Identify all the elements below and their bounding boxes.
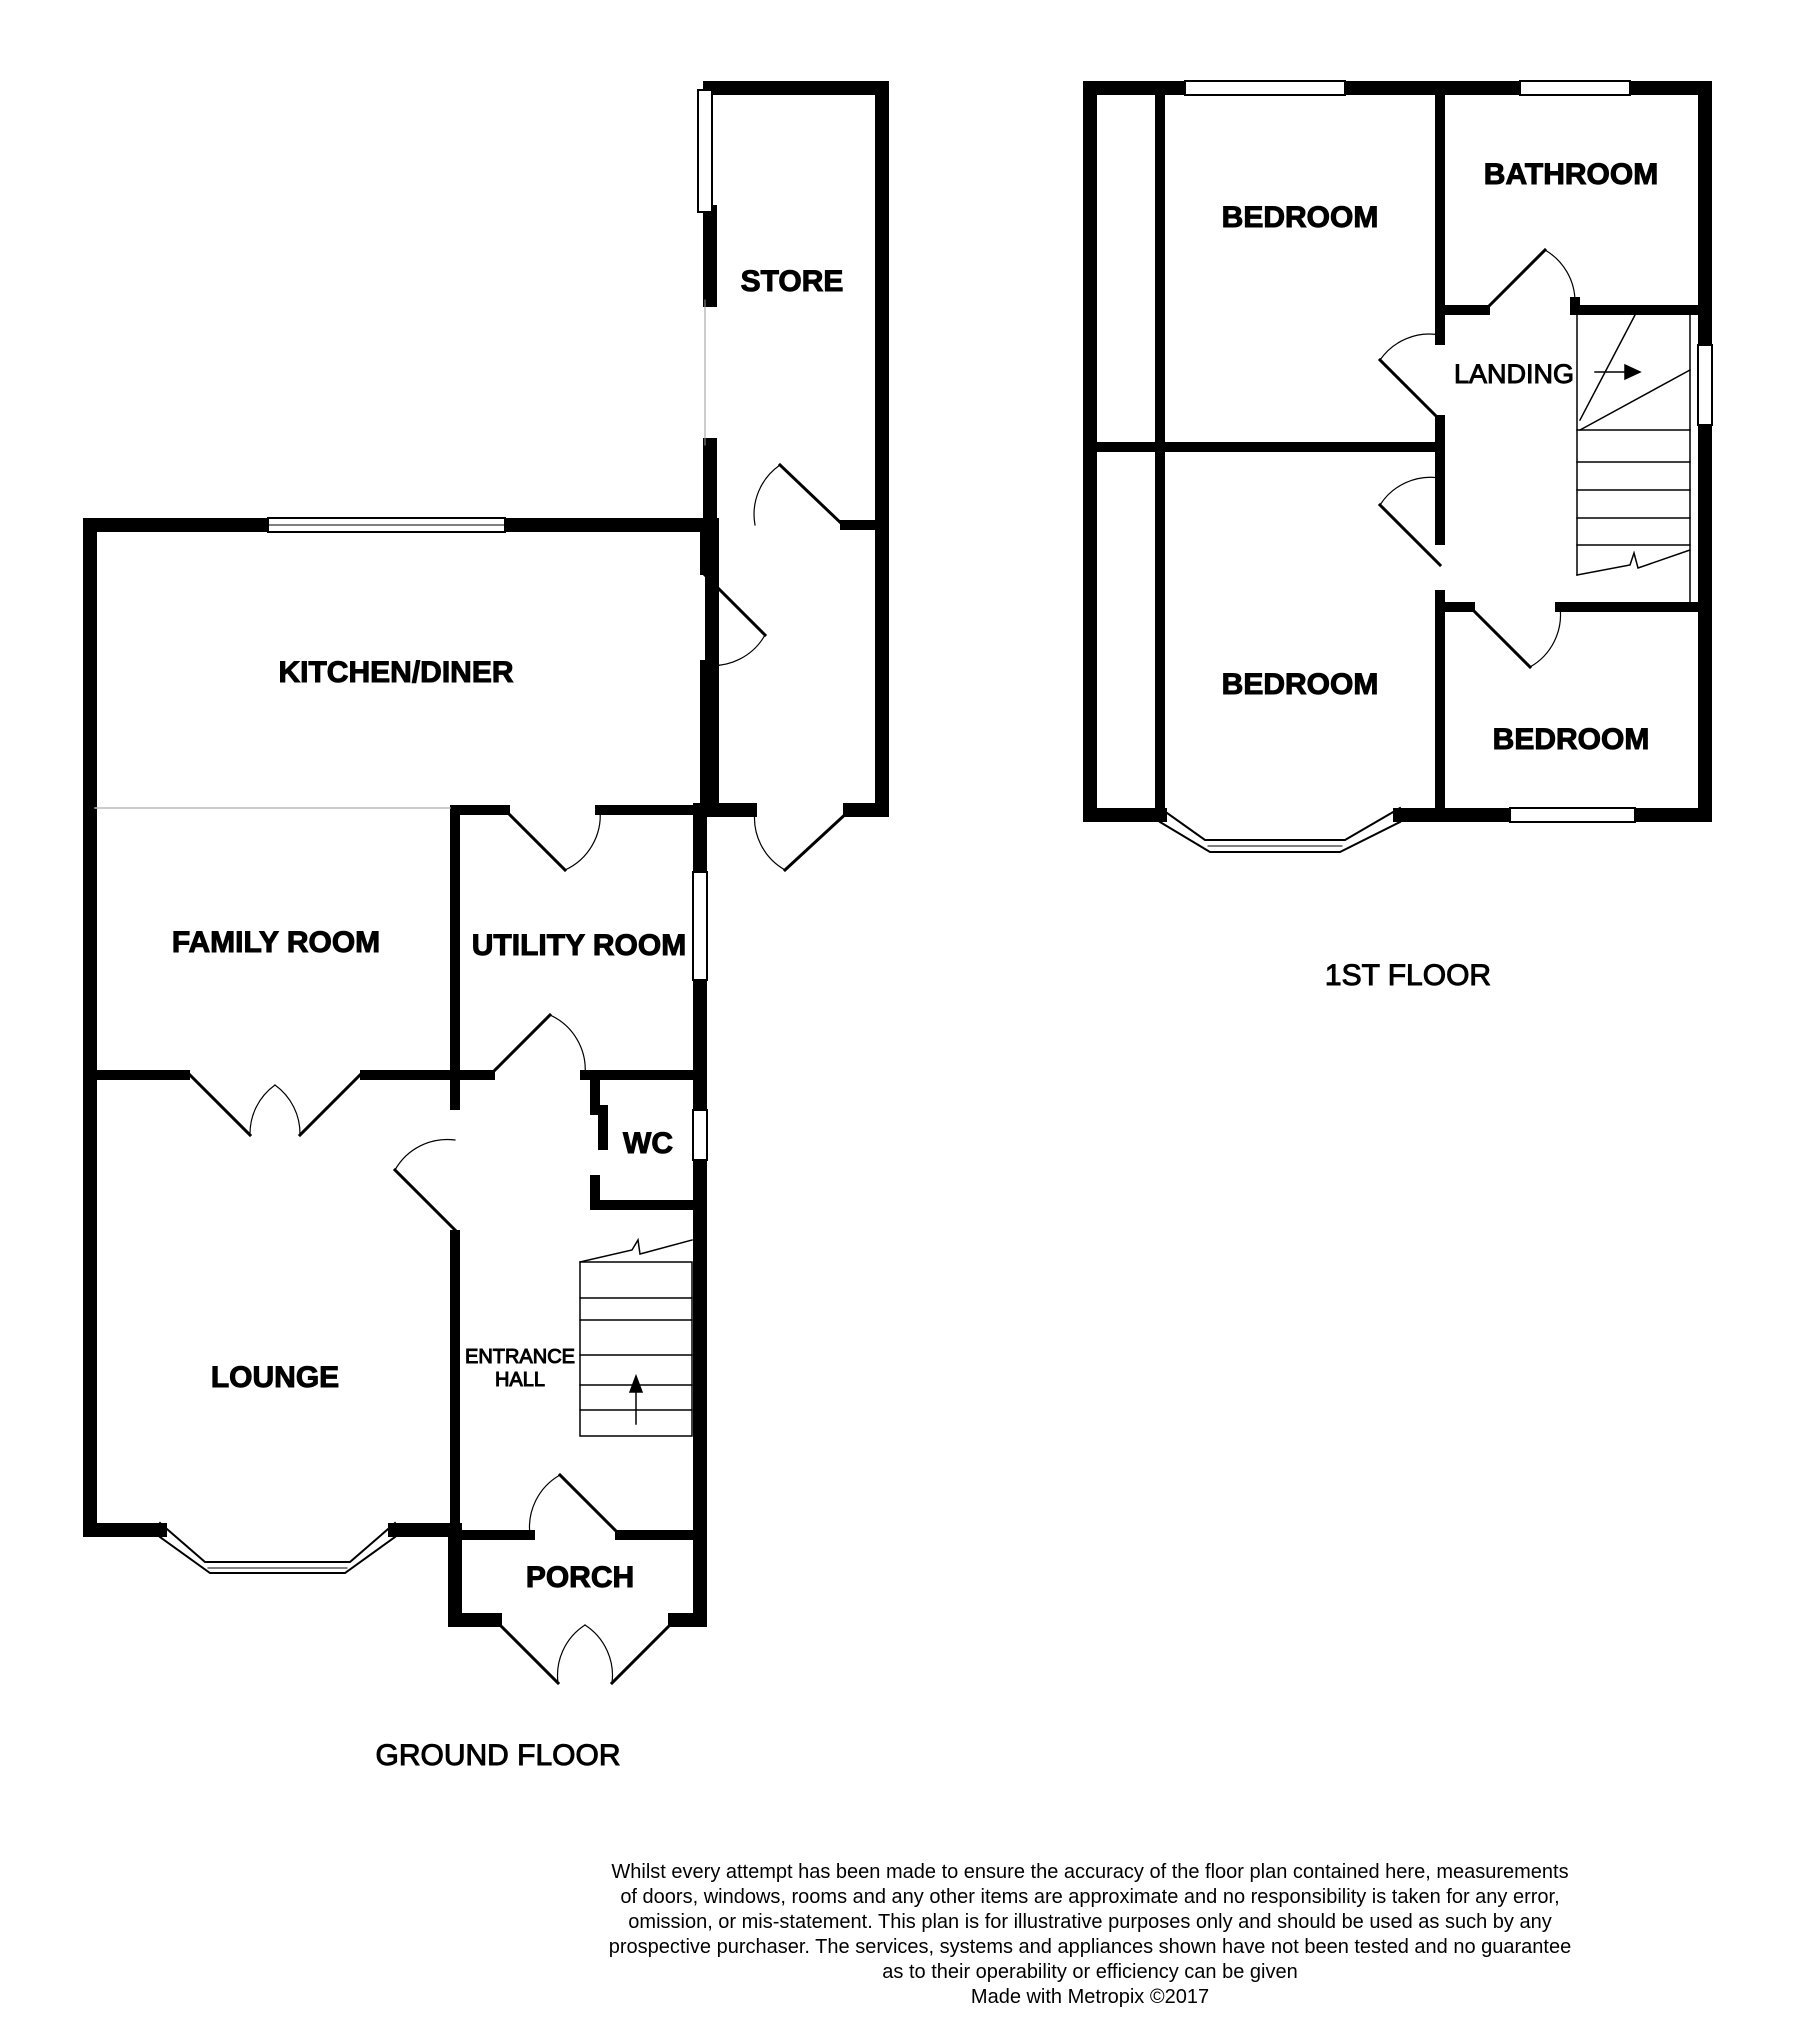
ground-floor-outer-walls: [83, 81, 889, 1627]
ground-floor-stairs: [579, 1237, 693, 1437]
entrance-hall-label-line2: HALL: [495, 1369, 545, 1391]
ground-floor-doors: [187, 462, 853, 1686]
lounge-bay-window: [158, 1521, 397, 1563]
small-bedroom-window: [1509, 807, 1636, 823]
utility-room-label: UTILITY ROOM: [472, 929, 686, 962]
landing-window: [1697, 344, 1713, 426]
ground-floor-plan: STORE KITCHEN/DINER FAMILY ROOM UTILITY …: [83, 81, 889, 1773]
store-label: STORE: [741, 265, 844, 298]
bedroom-1-label: BEDROOM: [1222, 201, 1379, 234]
kitchen-diner-label: KITCHEN/DINER: [278, 656, 513, 689]
disclaimer-line: as to their operability or efficiency ca…: [882, 1961, 1298, 1983]
disclaimer-text: Whilst every attempt has been made to en…: [530, 1860, 1650, 2010]
first-floor-interior-walls: [1085, 83, 1710, 820]
first-floor-title: 1ST FLOOR: [1325, 959, 1491, 992]
bathroom-label: BATHROOM: [1484, 158, 1658, 191]
porch-label: PORCH: [526, 1561, 634, 1594]
family-room-label: FAMILY ROOM: [172, 926, 380, 959]
first-floor-stairs: [1576, 313, 1692, 606]
first-floor-windows: [1158, 80, 1713, 853]
wc-label: WC: [623, 1127, 673, 1160]
bedroom-3-label: BEDROOM: [1493, 723, 1650, 756]
entrance-hall-label-line1: ENTRANCE: [465, 1346, 575, 1368]
ground-floor-interior-walls: [85, 520, 887, 1540]
utility-window: [692, 871, 708, 981]
disclaimer-line: omission, or mis-statement. This plan is…: [628, 1911, 1552, 1933]
lounge-label: LOUNGE: [211, 1361, 339, 1394]
first-floor-plan: BEDROOM BATHROOM LANDING BEDROOM BEDROOM…: [1083, 80, 1713, 993]
metropix-credit: Made with Metropix ©2017: [970, 1986, 1210, 2008]
bedroom-front-window: [1184, 80, 1346, 96]
first-floor-outer-walls: [1083, 81, 1712, 822]
bedroom-bay-window: [1158, 806, 1402, 841]
landing-label: LANDING: [1454, 359, 1574, 389]
disclaimer-line: of doors, windows, rooms and any other i…: [620, 1886, 1560, 1908]
disclaimer-line: prospective purchaser. The services, sys…: [608, 1936, 1572, 1958]
first-floor-doors: [1377, 247, 1576, 670]
ground-floor-windows: [158, 517, 708, 1574]
store-window: [697, 89, 713, 446]
ground-floor-title: GROUND FLOOR: [375, 1739, 620, 1772]
bathroom-window: [1519, 80, 1631, 96]
wc-window: [692, 1109, 708, 1161]
bedroom-2-label: BEDROOM: [1222, 668, 1379, 701]
disclaimer-line: Whilst every attempt has been made to en…: [611, 1861, 1569, 1883]
